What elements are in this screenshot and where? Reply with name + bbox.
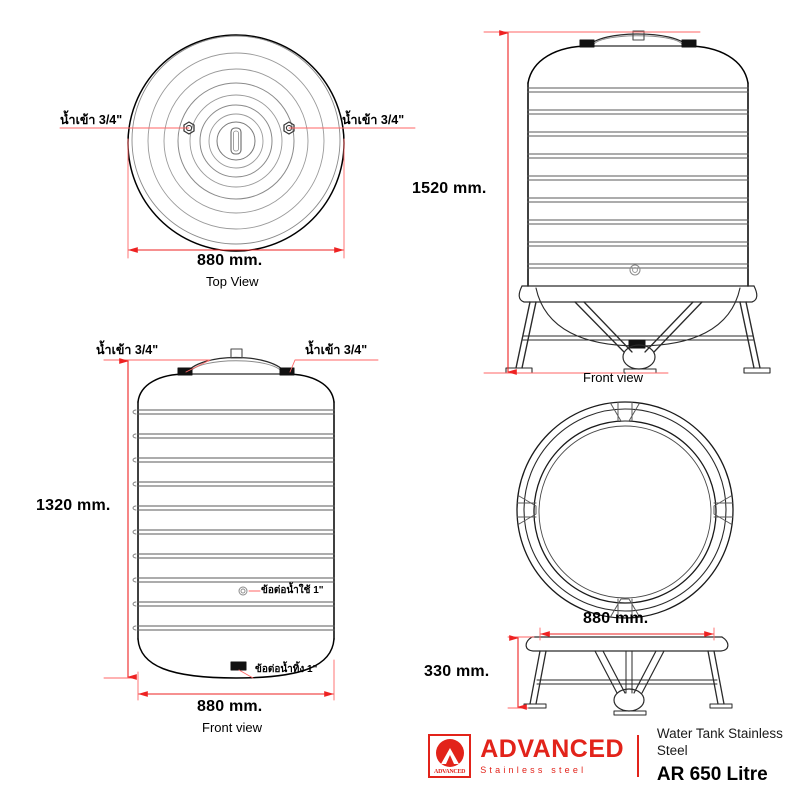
assembly-front-view-geometry	[505, 30, 771, 374]
assembly-front-view-title: Front view	[583, 370, 643, 385]
top-view-title: Top View	[206, 274, 259, 289]
tank-width-dimension	[137, 659, 335, 701]
product-column: Water Tank Stainless Steel AR 650 Litre	[657, 726, 800, 787]
stand-width-dimension	[539, 627, 715, 641]
top-view-inlet-right-label: น้ำเข้า 3/4"	[342, 113, 405, 127]
stand-side-view-geometry	[523, 636, 733, 716]
product-kind: Water Tank Stainless Steel	[656, 726, 783, 758]
stand-height-dimension-label: 330 mm.	[424, 663, 490, 680]
tank-front-callout-leaders	[103, 359, 379, 679]
top-view-width-dimension-label: 880 mm.	[197, 252, 263, 269]
stand-height-dimension	[507, 635, 535, 710]
tank-front-height-dimension-label: 1320 mm.	[36, 497, 111, 514]
brand-column: ADVANCED Stainless steel	[480, 737, 624, 775]
tank-front-view-title: Front view	[202, 720, 262, 735]
stand-top-view-geometry	[516, 401, 734, 619]
advanced-logo-icon: ADVANCED	[428, 734, 472, 779]
tank-front-inlet-left-label: น้ำเข้า 3/4"	[96, 343, 159, 357]
tank-height-dimension	[103, 358, 137, 680]
assembly-height-dimension-label: 1520 mm.	[412, 180, 487, 197]
brand-name: ADVANCED	[480, 735, 625, 764]
product-model: AR 650 Litre	[656, 763, 768, 785]
tank-front-inlet-right-label: น้ำเข้า 3/4"	[305, 343, 368, 357]
top-view-inlet-left-label: น้ำเข้า 3/4"	[60, 113, 123, 127]
tank-front-view-geometry	[132, 348, 335, 679]
tank-front-outlet-use-label: ข้อต่อน้ำใช้ 1"	[261, 585, 324, 596]
stand-width-dimension-label: 880 mm.	[583, 610, 649, 627]
brand-subtitle: Stainless steel	[480, 765, 587, 776]
tank-front-width-dimension-label: 880 mm.	[197, 698, 263, 715]
tank-front-outlet-drain-label: ข้อต่อน้ำทิ้ง 1"	[255, 664, 318, 675]
top-view-geometry	[127, 34, 345, 252]
title-block: ADVANCED ADVANCED Stainless steel Water …	[428, 726, 800, 787]
assembly-height-dimension	[483, 30, 701, 375]
top-view-width-dimension	[127, 138, 345, 259]
logo-wordmark: ADVANCED	[434, 769, 466, 776]
logo-mountain-icon	[435, 739, 464, 768]
title-block-divider	[637, 735, 639, 778]
